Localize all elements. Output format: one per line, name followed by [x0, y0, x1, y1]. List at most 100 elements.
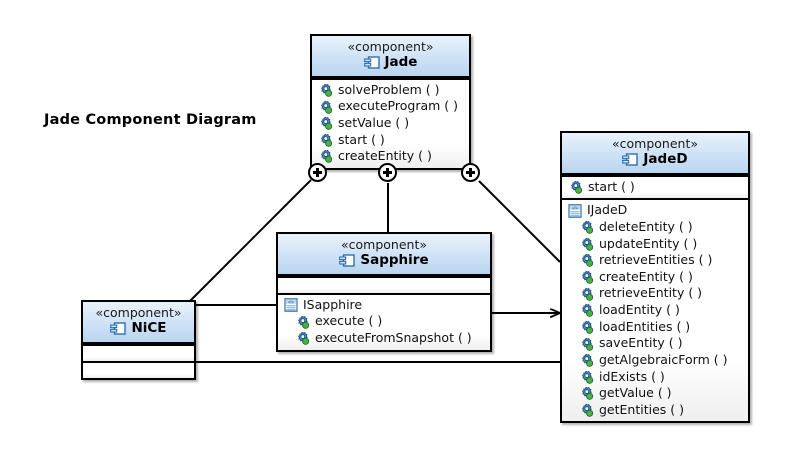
interface-icon: «I» [568, 203, 582, 218]
member-label: start ( ) [338, 131, 385, 147]
member-label: retrieveEntity ( ) [599, 285, 703, 301]
member-row[interactable]: getValue ( ) [568, 385, 744, 402]
svg-text:«I»: «I» [572, 205, 579, 210]
interface-name: IJadeD [587, 202, 628, 218]
method-icon [568, 180, 583, 194]
component-jaded-operations: start ( ) [562, 174, 748, 199]
plus-connector-icon-jade-middle[interactable] [378, 163, 397, 182]
component-nice[interactable]: «component» NiCE [81, 300, 196, 380]
component-sapphire-interface-compartment: «I» ISapphire execute ( ) [278, 292, 490, 350]
member-label: executeFromSnapshot ( ) [315, 329, 472, 345]
member-row[interactable]: loadEntity ( ) [568, 302, 744, 319]
component-icon [622, 153, 639, 166]
component-jade-stereotype: «component» [347, 39, 434, 54]
method-icon [295, 331, 310, 346]
component-nice-stereotype: «component» [95, 305, 182, 320]
method-icon [318, 116, 333, 131]
wire-jade-to-nice [185, 179, 312, 306]
member-label: createEntity ( ) [599, 268, 693, 284]
member-row[interactable]: idExists ( ) [568, 369, 744, 386]
member-label: deleteEntity ( ) [599, 218, 693, 234]
component-icon [110, 322, 127, 335]
method-icon [579, 386, 594, 401]
member-label: start ( ) [588, 178, 635, 194]
component-jade-operations: solveProblem ( ) executeProgram ( ) [312, 77, 469, 168]
method-icon [579, 220, 594, 235]
member-row[interactable]: getAlgebraicForm ( ) [568, 352, 744, 369]
method-icon [579, 287, 594, 301]
method-icon [318, 149, 333, 164]
component-sapphire-name: Sapphire [360, 251, 429, 268]
member-row[interactable]: loadEntities ( ) [568, 319, 744, 336]
component-nice-name: NiCE [131, 319, 167, 336]
interface-row[interactable]: «I» ISapphire [284, 297, 486, 314]
member-label: retrieveEntities ( ) [599, 252, 713, 268]
member-label: solveProblem ( ) [338, 81, 440, 97]
member-label: loadEntity ( ) [599, 302, 680, 318]
member-row[interactable]: retrieveEntity ( ) [568, 285, 744, 302]
method-icon [579, 303, 594, 318]
member-row[interactable]: saveEntity ( ) [568, 335, 744, 352]
component-jaded[interactable]: «component» JadeD [560, 131, 750, 424]
member-row[interactable]: updateEntity ( ) [568, 236, 744, 253]
interface-icon: «I» [284, 298, 298, 312]
member-label: loadEntities ( ) [599, 318, 691, 334]
component-icon [339, 254, 356, 267]
member-row[interactable]: start ( ) [318, 132, 465, 149]
component-jade-name: Jade [384, 53, 418, 70]
method-icon [579, 370, 594, 384]
component-nice-operations [83, 343, 194, 361]
component-sapphire[interactable]: «component» Sapphire [276, 232, 492, 352]
page-title: Jade Component Diagram [44, 112, 257, 128]
component-nice-header: «component» NiCE [83, 302, 194, 344]
plus-connector-icon-jade-right[interactable] [461, 163, 480, 182]
member-label: execute ( ) [315, 313, 383, 329]
method-icon [318, 100, 333, 114]
method-icon [579, 337, 594, 351]
method-icon [579, 270, 594, 284]
member-row[interactable]: getEntities ( ) [568, 402, 744, 419]
member-row[interactable]: executeFromSnapshot ( ) [284, 330, 486, 347]
component-jaded-name: JadeD [643, 150, 688, 167]
method-icon [579, 320, 594, 334]
method-icon [295, 315, 310, 329]
component-jade-header: «component» Jade [312, 36, 469, 78]
method-icon [318, 133, 333, 147]
member-row[interactable]: createEntity ( ) [318, 148, 465, 165]
method-icon [579, 253, 594, 268]
component-jaded-header: «component» JadeD [562, 133, 748, 175]
component-sapphire-header: «component» Sapphire [278, 234, 490, 276]
component-jade[interactable]: «component» Jade [310, 34, 471, 170]
member-row[interactable]: start ( ) [568, 179, 744, 196]
component-jaded-interface-compartment: «I» IJadeD deleteEntity ( ) [562, 198, 748, 422]
member-row[interactable]: setValue ( ) [318, 115, 465, 132]
interface-name: ISapphire [303, 296, 363, 312]
member-label: getValue ( ) [599, 385, 672, 401]
component-sapphire-operations [278, 275, 490, 293]
wire-jade-to-jaded [478, 180, 561, 263]
method-icon [579, 237, 594, 251]
member-label: executeProgram ( ) [338, 98, 459, 114]
member-label: getEntities ( ) [599, 401, 684, 417]
member-label: getAlgebraicForm ( ) [599, 351, 728, 367]
component-jaded-stereotype: «component» [611, 136, 698, 151]
svg-text:«I»: «I» [288, 299, 295, 304]
component-nice-interface-compartment [83, 360, 194, 378]
member-row[interactable]: deleteEntity ( ) [568, 219, 744, 236]
member-row[interactable]: execute ( ) [284, 313, 486, 330]
interface-row[interactable]: «I» IJadeD [568, 202, 744, 219]
component-sapphire-stereotype: «component» [340, 237, 427, 252]
member-row[interactable]: solveProblem ( ) [318, 82, 465, 99]
member-label: saveEntity ( ) [599, 335, 683, 351]
member-label: idExists ( ) [599, 368, 665, 384]
method-icon [579, 353, 594, 368]
member-row[interactable]: createEntity ( ) [568, 269, 744, 286]
member-row[interactable]: retrieveEntities ( ) [568, 252, 744, 269]
component-icon [363, 56, 380, 69]
method-icon [318, 83, 333, 97]
member-row[interactable]: executeProgram ( ) [318, 98, 465, 115]
member-label: createEntity ( ) [338, 148, 432, 164]
plus-connector-icon-jade-left[interactable] [308, 163, 327, 182]
